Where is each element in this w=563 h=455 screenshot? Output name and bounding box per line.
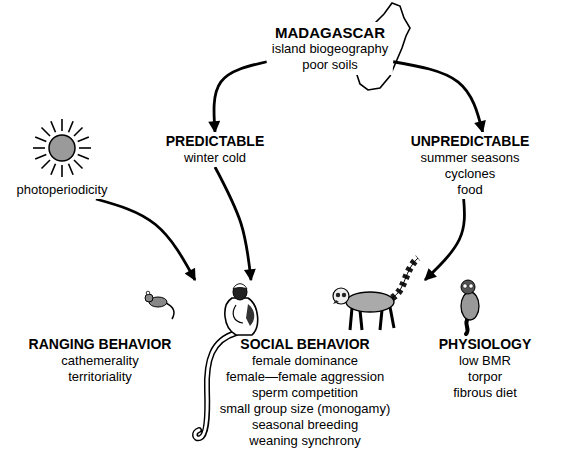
lemur-eye (469, 284, 473, 288)
factor-node: PREDICTABLEwinter cold (162, 132, 269, 167)
item-text: low BMR (410, 353, 560, 369)
sun-ray (78, 155, 89, 160)
ring-tailed-eye (342, 293, 346, 297)
heading-text: SOCIAL BEHAVIOR (205, 336, 405, 353)
heading-text: UNPREDICTABLE (411, 133, 530, 150)
sifaka-crown (233, 284, 247, 289)
arrow-connector (425, 199, 464, 280)
arrow-connector (215, 167, 251, 280)
ring-tailed-body (346, 292, 394, 312)
sifaka-arm-patch (246, 304, 254, 326)
sun-ray (69, 164, 74, 175)
sun-ray (74, 127, 82, 135)
factor-node: photoperiodicity (13, 181, 110, 199)
mouse-lemur-tail (166, 303, 174, 319)
arrow-connector (393, 62, 482, 132)
sun-disc (49, 135, 75, 161)
lemur (461, 280, 479, 334)
lemur-body (461, 292, 479, 320)
lemur-eye (463, 284, 467, 288)
lemur-leg (390, 307, 394, 328)
item-text: sperm competition (205, 385, 405, 401)
heading-text: PREDICTABLE (166, 133, 265, 150)
item-text: seasonal breeding (205, 417, 405, 433)
sifaka-body (225, 298, 258, 335)
item-text: territoriality (5, 369, 195, 385)
heading-text: MADAGASCAR (272, 24, 388, 41)
trait-group: RANGING BEHAVIORcathemeralityterritorial… (5, 280, 195, 385)
mouse-lemur-ear (146, 291, 150, 295)
sifaka-arm (233, 305, 243, 323)
item-text: torpor (410, 369, 560, 385)
lemur-head (461, 280, 475, 294)
lemur-tail (466, 318, 468, 334)
ring-tailed-head (333, 288, 349, 304)
mouse-lemur (145, 291, 174, 319)
sun-ray (79, 147, 91, 149)
item-text: cyclones (411, 166, 530, 182)
sifaka-tail (195, 333, 236, 438)
factor-node: UNPREDICTABLEsummer seasonscyclonesfood (407, 132, 534, 199)
lemur-leg (350, 308, 352, 330)
heading-text: RANGING BEHAVIOR (5, 336, 195, 353)
sun-ray (61, 119, 63, 131)
sun-ray (41, 127, 49, 135)
sun-ray (69, 121, 74, 132)
item-text: female dominance (205, 353, 405, 369)
ring-tailed-lemur (333, 258, 418, 330)
ring-tailed-eye (336, 293, 340, 297)
ring-tail-base (392, 258, 418, 298)
heading-text: PHYSIOLOGY (410, 336, 560, 353)
item-text: summer seasons (411, 150, 530, 166)
ring-tailed-snout (333, 300, 339, 304)
sun-icon (33, 119, 91, 177)
item-text: female—female aggression (205, 369, 405, 385)
arrow-connector (96, 199, 195, 280)
sun-ray (33, 147, 45, 149)
trait-group: PHYSIOLOGYlow BMRtorporfibrous diet (410, 280, 560, 401)
item-text: fibrous diet (410, 385, 560, 401)
sifaka-tail-outline (195, 333, 236, 438)
trait-group: SOCIAL BEHAVIORfemale dominancefemale—fe… (205, 280, 405, 449)
sun-ray (74, 160, 82, 168)
item-text: poor soils (272, 57, 388, 73)
sun-ray (51, 164, 56, 175)
lemur-leg (360, 310, 362, 330)
item-text: food (411, 182, 530, 198)
sifaka-head (233, 284, 247, 300)
item-text: photoperiodicity (16, 182, 107, 198)
sun-ray (78, 137, 89, 142)
item-text: small group size (monogamy) (205, 401, 405, 417)
mouse-lemur-head (145, 294, 153, 302)
sun-ray (35, 155, 46, 160)
arrow-connector (214, 62, 267, 132)
sun-ray (61, 165, 63, 177)
factor-node: MADAGASCARisland biogeographypoor soils (267, 22, 393, 75)
ring-tail-edge (392, 258, 418, 298)
sun-ray (41, 160, 49, 168)
sun-ray (35, 137, 46, 142)
item-text: cathemerality (5, 353, 195, 369)
ring-tail-outline (392, 258, 418, 298)
item-text: island biogeography (272, 41, 388, 57)
item-text: winter cold (166, 150, 265, 166)
lemur-leg (380, 310, 382, 330)
sun-ray (51, 121, 56, 132)
item-text: weaning synchrony (205, 433, 405, 449)
